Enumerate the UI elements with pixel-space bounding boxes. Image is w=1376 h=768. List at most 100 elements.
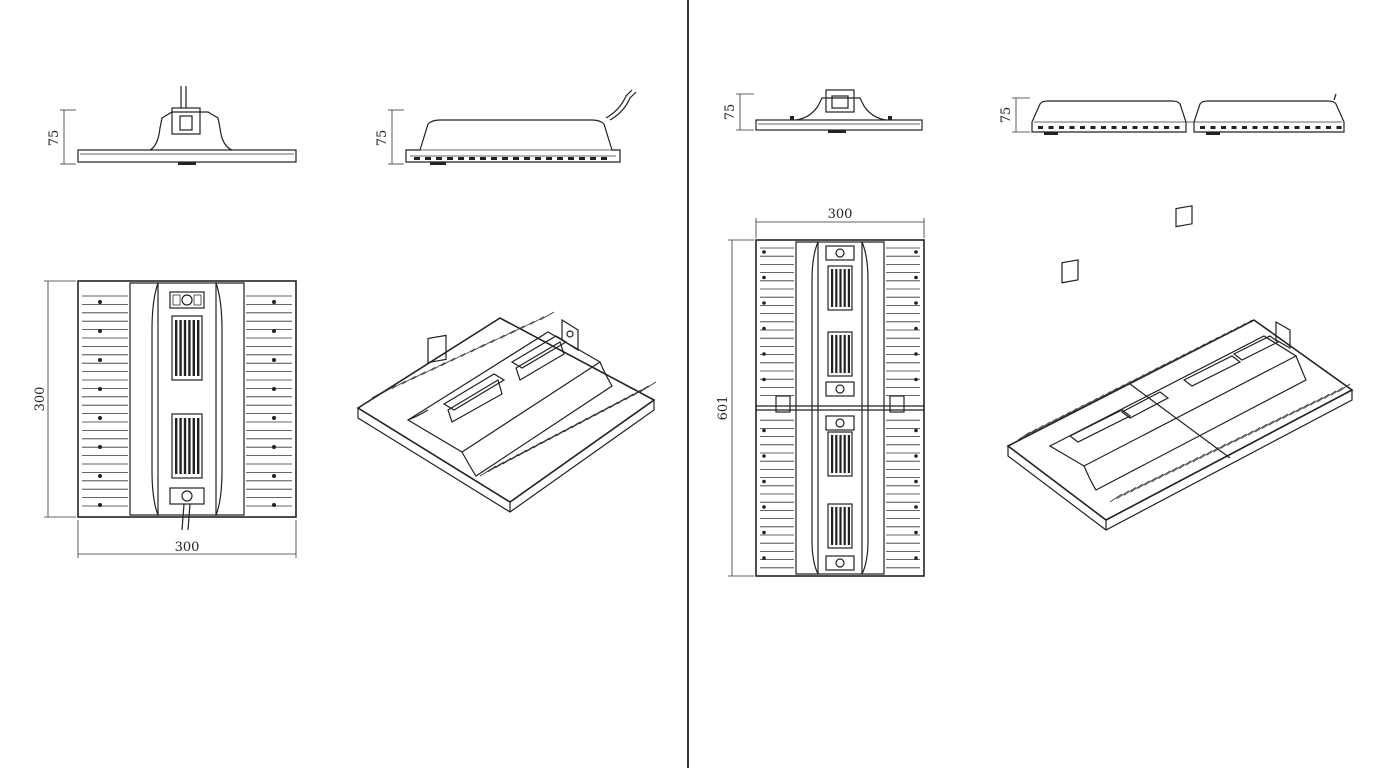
vent-slot <box>197 418 200 474</box>
fin-dot <box>272 445 276 449</box>
iso-fin <box>1123 487 1137 496</box>
led-mark <box>491 157 497 160</box>
vent-frame <box>827 431 853 477</box>
single-side-height-label: 75 <box>47 130 62 147</box>
vent-frame <box>827 503 853 549</box>
iso-fin <box>500 330 515 339</box>
iso-fin <box>578 413 596 425</box>
iso-fin <box>1296 403 1309 413</box>
led-mark <box>590 157 596 160</box>
led-mark <box>1200 126 1205 129</box>
led-mark <box>458 157 464 160</box>
vent-slot <box>183 418 187 474</box>
iso-fin <box>1179 350 1192 359</box>
fin-dot <box>914 301 918 305</box>
vent-slot <box>847 507 850 545</box>
iso-fin <box>1111 384 1125 393</box>
iso-fin <box>1125 377 1138 387</box>
led-mark <box>1273 126 1279 129</box>
led-mark <box>469 157 475 160</box>
iso-fin <box>460 348 476 358</box>
iso-fin <box>1152 363 1165 373</box>
iso-fin <box>421 366 436 376</box>
iso-fin <box>1310 397 1323 406</box>
fin-dot <box>762 479 766 484</box>
iso-fin <box>1091 394 1105 403</box>
fin-dot <box>98 300 102 304</box>
led-mark <box>1048 126 1054 129</box>
iso-fin <box>1337 383 1351 393</box>
iso-fin <box>510 325 525 335</box>
led-mark <box>1132 126 1138 129</box>
fin-dot <box>98 329 102 333</box>
single-front-height-label: 75 <box>375 130 390 147</box>
led-mark <box>1122 126 1127 129</box>
vent-slot <box>835 335 838 373</box>
iso-fin <box>1254 423 1268 433</box>
double-front-led-row <box>1038 126 1342 129</box>
iso-fin <box>1220 440 1233 449</box>
fin-dot <box>914 428 918 433</box>
vent-slot <box>843 435 846 473</box>
iso-fin <box>490 334 505 344</box>
led-mark <box>579 157 585 160</box>
fin-dot <box>762 556 766 560</box>
iso-fin <box>1199 340 1212 349</box>
iso-fin <box>1158 470 1171 479</box>
led-mark <box>524 157 530 160</box>
iso-fin <box>502 453 520 465</box>
fin-dot <box>914 454 918 458</box>
iso-fin <box>480 339 495 348</box>
iso-fin <box>586 409 603 421</box>
vent-slot <box>197 320 200 376</box>
iso-fin <box>1185 457 1199 466</box>
led-mark <box>1059 126 1064 129</box>
iso-fin <box>1044 418 1058 427</box>
iso-fin <box>411 371 426 380</box>
single-vent-lower <box>175 418 200 474</box>
iso-fin <box>1323 390 1337 399</box>
fin-dot <box>272 503 276 507</box>
iso-fin <box>571 417 588 429</box>
fin-dot <box>762 377 766 382</box>
iso-fin <box>1017 431 1031 441</box>
double-top-view: 300 601 <box>716 207 925 577</box>
iso-fin <box>1118 380 1132 390</box>
iso-fin <box>1261 420 1275 429</box>
vent-slot <box>192 320 195 376</box>
led-mark <box>535 157 541 160</box>
iso-fin <box>1085 397 1098 407</box>
vent-slot <box>847 269 850 307</box>
vent-slot <box>831 435 834 473</box>
iso-fin <box>525 441 542 453</box>
led-mark <box>1090 126 1096 129</box>
iso-fin <box>1241 430 1254 439</box>
iso-fin <box>1239 319 1253 329</box>
iso-fin <box>470 343 486 353</box>
iso-fin <box>1024 428 1037 437</box>
iso-fin <box>1289 407 1302 416</box>
led-mark <box>1263 126 1268 129</box>
iso-fin <box>371 389 387 399</box>
iso-fin <box>632 385 649 397</box>
vent-slot <box>831 269 834 307</box>
iso-fin <box>1171 463 1185 473</box>
led-mark <box>1164 126 1169 129</box>
fin-dot <box>762 275 766 280</box>
single-left-fins <box>82 295 128 507</box>
fin-dot <box>98 503 102 507</box>
fin-dot <box>914 275 918 280</box>
single-iso-fins-front <box>479 381 657 477</box>
vent-slot <box>179 418 182 474</box>
iso-fin <box>1199 450 1213 459</box>
iso-fin <box>1165 467 1178 476</box>
fin-dot <box>272 358 276 362</box>
iso-fin <box>1132 373 1145 383</box>
single-top-height-label: 300 <box>33 387 48 412</box>
iso-fin <box>1192 453 1206 463</box>
fin-dot <box>98 416 102 420</box>
vent-slot <box>175 418 178 474</box>
single-front-led-row <box>414 157 607 160</box>
iso-fin <box>1172 353 1185 363</box>
iso-fin <box>381 385 397 394</box>
